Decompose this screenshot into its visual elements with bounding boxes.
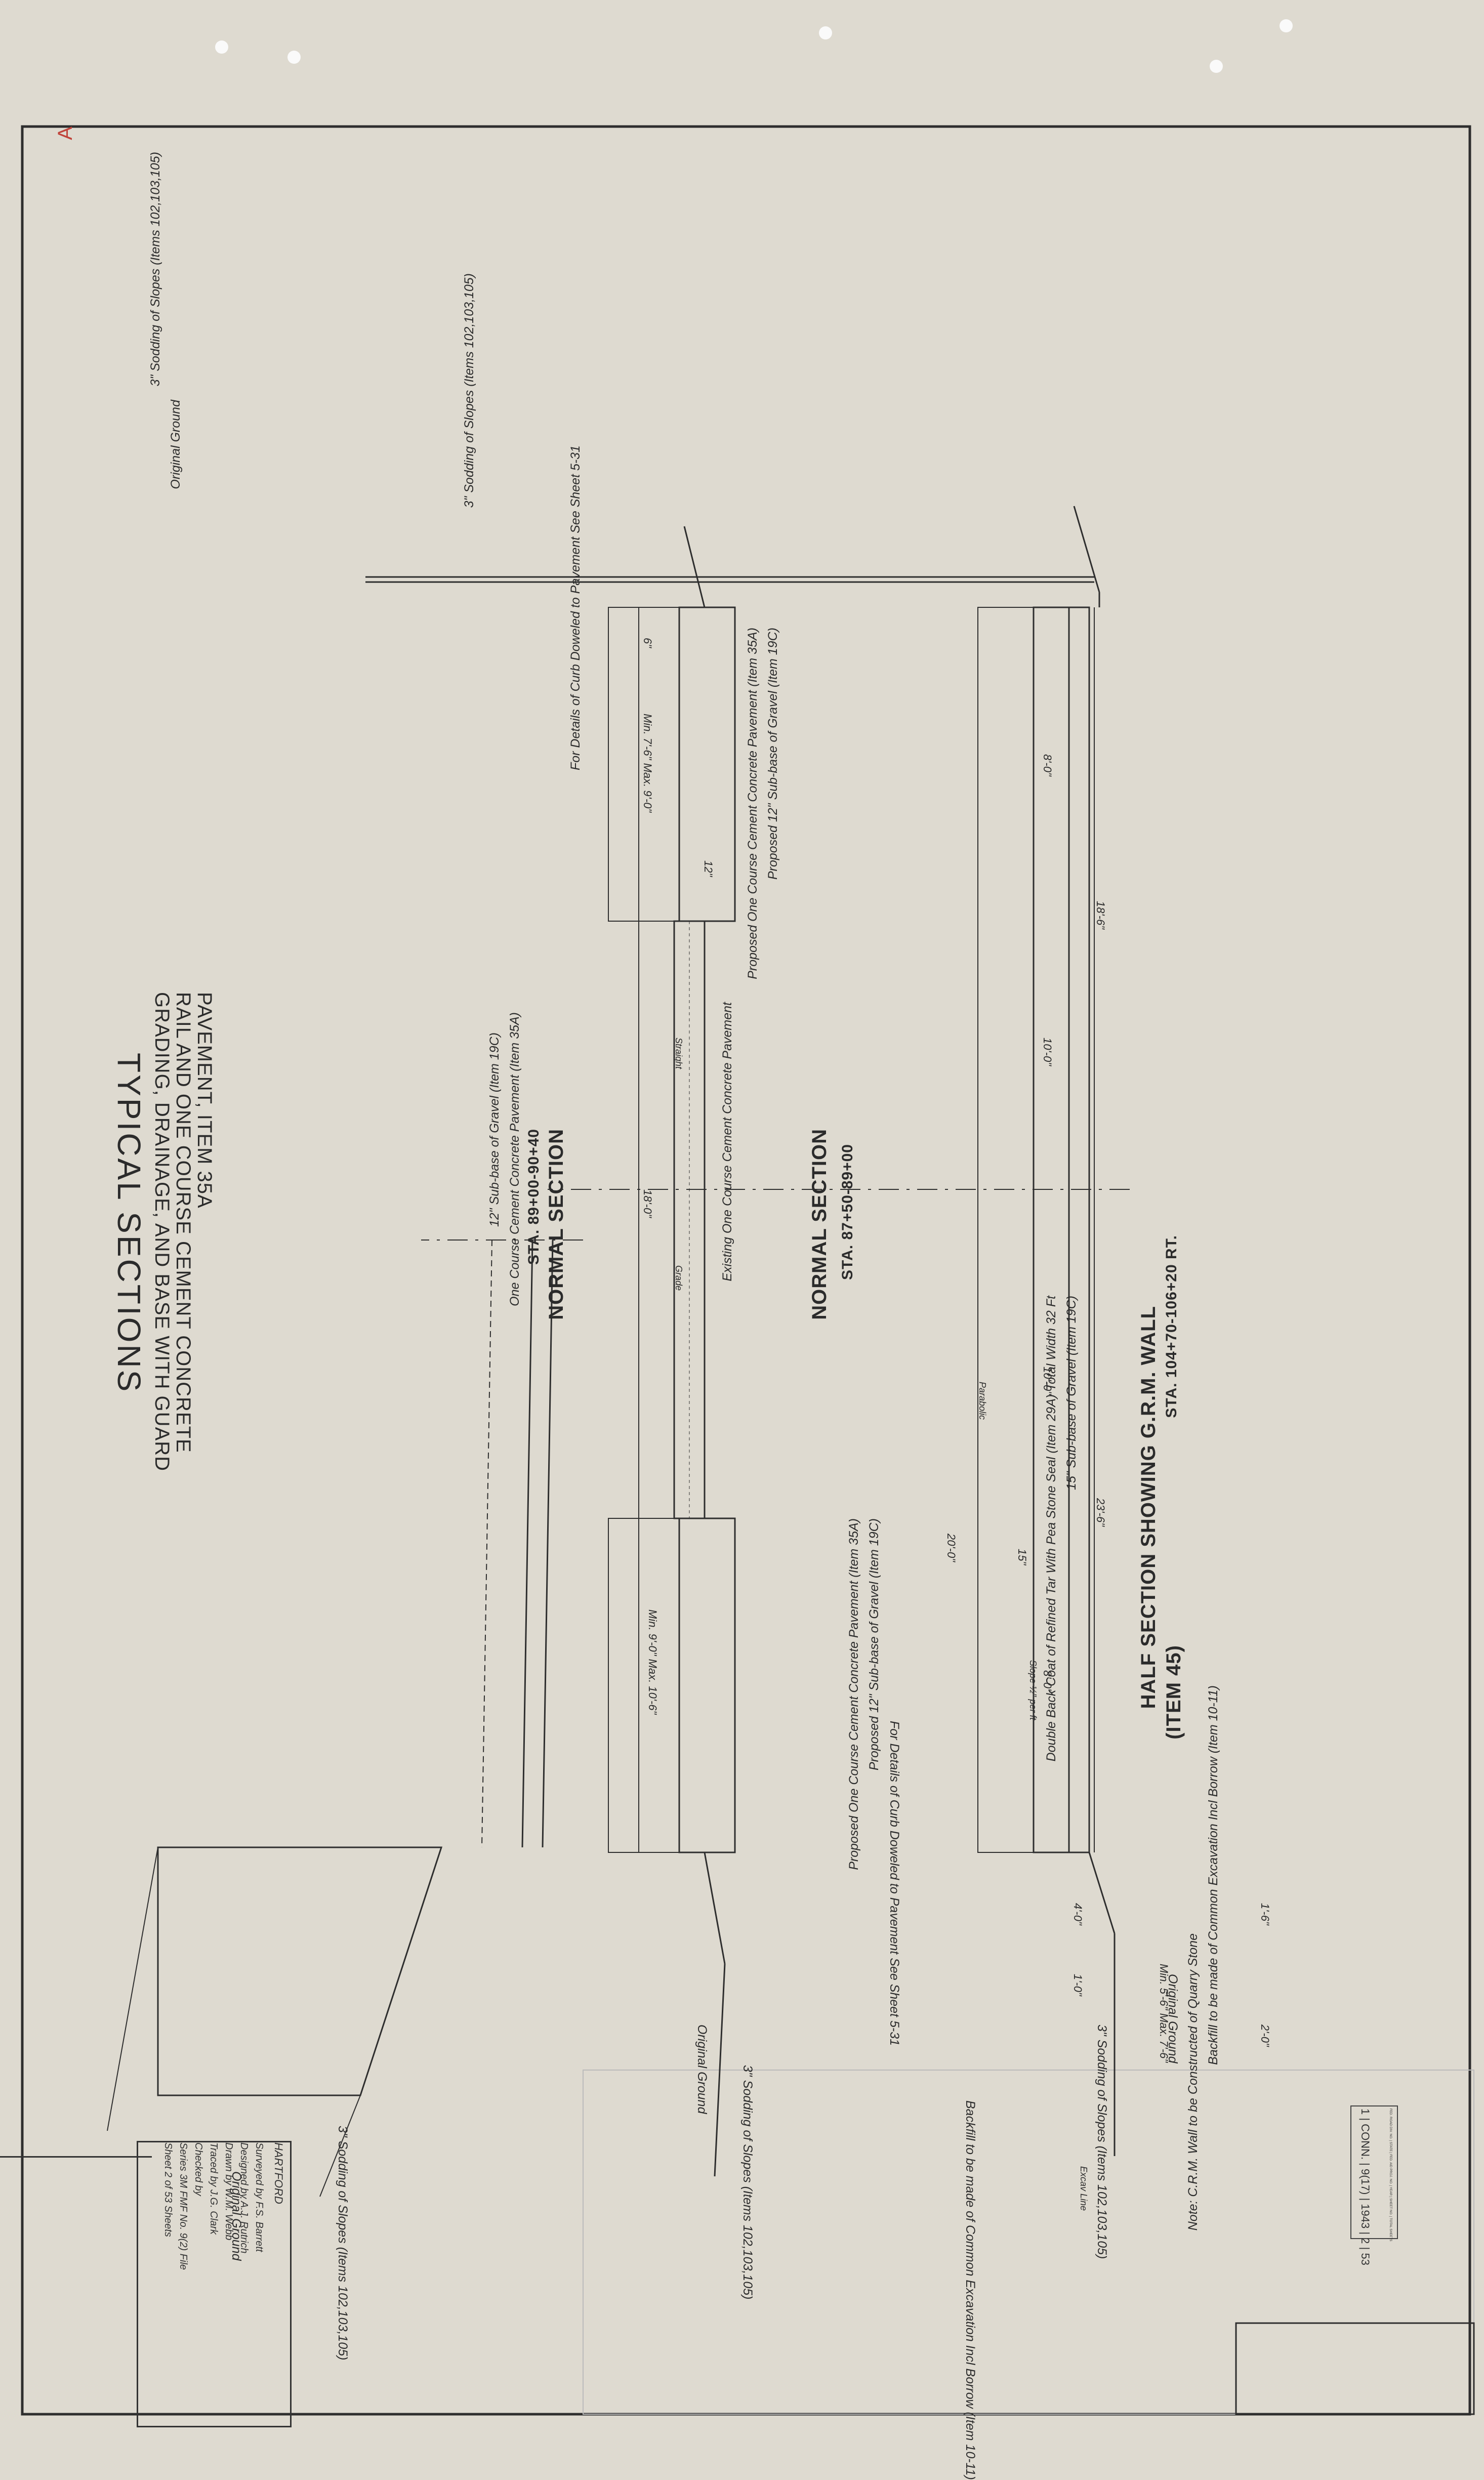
note-existing-pavement: Existing One Course Cement Concrete Pave… xyxy=(720,1002,734,1282)
note-subbase-top: 12" Sub-base of Gravel (Item 19C) xyxy=(487,1032,502,1227)
drawing-subtitle-2: RAIL AND ONE COURSE CEMENT CONCRETE xyxy=(172,992,194,1453)
title-block-file: Series 3M FMF No. 9(2) File xyxy=(178,2142,189,2270)
bottom-section-station: STA. 104+70-106+20 RT. xyxy=(1163,1235,1180,1418)
note-one-course-top: One Course Cement Concrete Pavement (Ite… xyxy=(508,1012,522,1306)
top-left-slope xyxy=(1073,506,1100,593)
punch-hole xyxy=(1210,60,1223,73)
mid-right-slope xyxy=(704,1852,726,1964)
dim-10-0-left: 10'-0" xyxy=(1041,1038,1054,1066)
note-proposed-pavement-left: Proposed One Course Cement Concrete Pave… xyxy=(746,628,760,979)
excav-line xyxy=(107,1847,158,2131)
drawing-subtitle-3: PAVEMENT, ITEM 35A xyxy=(193,992,216,1209)
dim-1-6: 1'-6" xyxy=(1259,1903,1271,1925)
mid-right-ground xyxy=(714,1963,726,2177)
mid-right-new-pavement xyxy=(678,1517,736,1853)
half-section xyxy=(107,1239,583,2197)
dim-4-0-top: 4'-0" xyxy=(1071,1903,1084,1925)
middle-normal-section xyxy=(608,526,736,2177)
dim-8-0-left: 8'-0" xyxy=(1041,754,1054,776)
note-curb-details-bottom: For Details of Curb Doweled to Pavement … xyxy=(887,1721,901,2046)
dim-8-0-right: 8'-0" xyxy=(1041,1670,1054,1692)
note-proposed-subbase-left: Proposed 12" Sub-base of Gravel (Item 19… xyxy=(766,628,780,880)
top-section-title: NORMAL SECTION xyxy=(545,1129,567,1320)
top-normal-section xyxy=(365,506,1130,2156)
dim-min-max-1: Min. 7'-6" Max. 9'-0" xyxy=(641,714,654,813)
top-subbase xyxy=(977,607,1034,1853)
half-pavement-top xyxy=(542,1239,554,1848)
title-block-town: HARTFORD xyxy=(272,2142,285,2204)
note-backfill-right: Backfill to be made of Common Excavation… xyxy=(963,2100,977,2480)
dim-18-0: 18'-0" xyxy=(641,1189,654,1218)
note-proposed-subbase-right: Proposed 12" Sub-base of Gravel (Item 19… xyxy=(867,1518,881,1771)
dim-2-0: 2'-0" xyxy=(1259,2024,1271,2047)
stamp-header-row: FED. ROAD DIV. NO. | STATE | FED. AID PR… xyxy=(1389,2109,1393,2242)
faint-stamp-box xyxy=(583,2070,1474,2415)
title-block xyxy=(0,2156,152,2294)
note-sodding-mid-right: 3" Sodding of Slopes (Items 102,103,105) xyxy=(740,2065,755,2300)
dim-18-6: 18'-6" xyxy=(1094,901,1107,930)
stamp-value-row: 1 | CONN. | 9(17) | 1943 | 2 | 53 xyxy=(1359,2109,1372,2265)
title-block-sheet: Sheet 2 of 53 Sheets xyxy=(162,2142,174,2237)
label-slope: Slope ½" per ft xyxy=(1028,1660,1038,1720)
crm-wall xyxy=(157,1846,443,2096)
title-block-designed: Designed by A.J. Rutrich xyxy=(238,2142,250,2254)
title-block-traced: Traced by J.G. Clark xyxy=(208,2142,219,2235)
title-block-text: HARTFORD Surveyed by F.S. Barrett Design… xyxy=(158,2142,285,2416)
top-pavement xyxy=(1033,606,1090,1853)
dim-15: 15" xyxy=(1016,1549,1028,1565)
note-sodding-top-right: 3" Sodding of Slopes (Items 102,103,105) xyxy=(1095,2024,1109,2259)
mid-right-subbase xyxy=(608,1518,680,1853)
bottom-slope xyxy=(319,2095,361,2197)
middle-section-title: NORMAL SECTION xyxy=(808,1129,831,1320)
label-parabolic: Parabolic xyxy=(977,1382,987,1420)
mid-left-subbase xyxy=(608,607,680,922)
note-proposed-pavement-right: Proposed One Course Cement Concrete Pave… xyxy=(847,1518,861,1870)
dim-min-max-2: Min. 9'-0" Max. 10'-6" xyxy=(646,1609,659,1715)
note-backfill-left: Backfill to be made of Common Excavation… xyxy=(1206,1685,1220,2065)
punch-hole xyxy=(287,51,301,64)
note-curb-details-top: For Details of Curb Doweled to Pavement … xyxy=(568,445,583,771)
title-block-surveyed: Surveyed by F.S. Barrett xyxy=(254,2142,265,2252)
dim-6: 6" xyxy=(641,638,654,648)
punch-hole xyxy=(215,40,228,54)
label-excav-line: Excav Line xyxy=(1079,2166,1089,2211)
dim-12: 12" xyxy=(702,860,715,877)
title-block-drawn: Drawn by W.M. Webb xyxy=(223,2142,234,2241)
top-right-slope xyxy=(1088,1852,1116,1934)
review-mark: A xyxy=(54,127,76,140)
dim-23-6: 23'-6" xyxy=(1094,1498,1107,1527)
half-pavement-bottom xyxy=(521,1239,533,1848)
drawing-title: TYPICAL SECTIONS xyxy=(111,1053,147,1394)
dim-min-max-3: Min. 5'-6" Max. 7'-6" xyxy=(1158,1964,1170,2063)
punch-hole xyxy=(819,26,832,39)
project-stamp: FED. ROAD DIV. NO. | STATE | FED. AID PR… xyxy=(1350,2105,1398,2265)
mid-left-slope xyxy=(683,526,706,608)
note-sodding-top-left: 3" Sodding of Slopes (Items 102,103,105) xyxy=(148,152,162,387)
note-sodding-bottom: 3" Sodding of Slopes (Items 102,103,105) xyxy=(336,2126,350,2361)
bottom-section-title: HALF SECTION SHOWING G.R.M. WALL xyxy=(1137,1306,1160,1709)
bottom-section-item: (ITEM 45) xyxy=(1163,1645,1185,1740)
note-crm-wall: Note: C.R.M. Wall to be Constructed of Q… xyxy=(1186,1933,1200,2231)
middle-section-station: STA. 87+50-89+00 xyxy=(839,1144,856,1280)
half-subbase xyxy=(481,1239,492,1848)
drawing-subtitle-1: GRADING, DRAINAGE, AND BASE WITH GUARD xyxy=(151,992,173,1472)
label-grade: Grade xyxy=(674,1265,684,1291)
punch-hole xyxy=(1280,19,1293,32)
dim-10-0-right: 10'-0" xyxy=(1041,1367,1054,1395)
title-block-box: HARTFORD Surveyed by F.S. Barrett Design… xyxy=(137,2141,292,2427)
dim-1-0-top: 1'-0" xyxy=(1071,1974,1084,1996)
note-subbase-15: 15" Sub-base of Gravel (Item 19C) xyxy=(1064,1296,1079,1491)
title-block-frame xyxy=(1235,2322,1475,2415)
label-straight: Straight xyxy=(674,1038,684,1069)
note-original-ground-mid: Original Ground xyxy=(695,2024,709,2114)
note-sodding-mid-left: 3" Sodding of Slopes (Items 102,103,105) xyxy=(462,273,476,508)
top-section-station: STA. 89+00-90+40 xyxy=(525,1129,542,1265)
dim-20-0: 20'-0" xyxy=(945,1534,958,1562)
title-block-checked: Checked by xyxy=(193,2142,204,2196)
note-original-ground-top: Original Ground xyxy=(169,400,183,489)
